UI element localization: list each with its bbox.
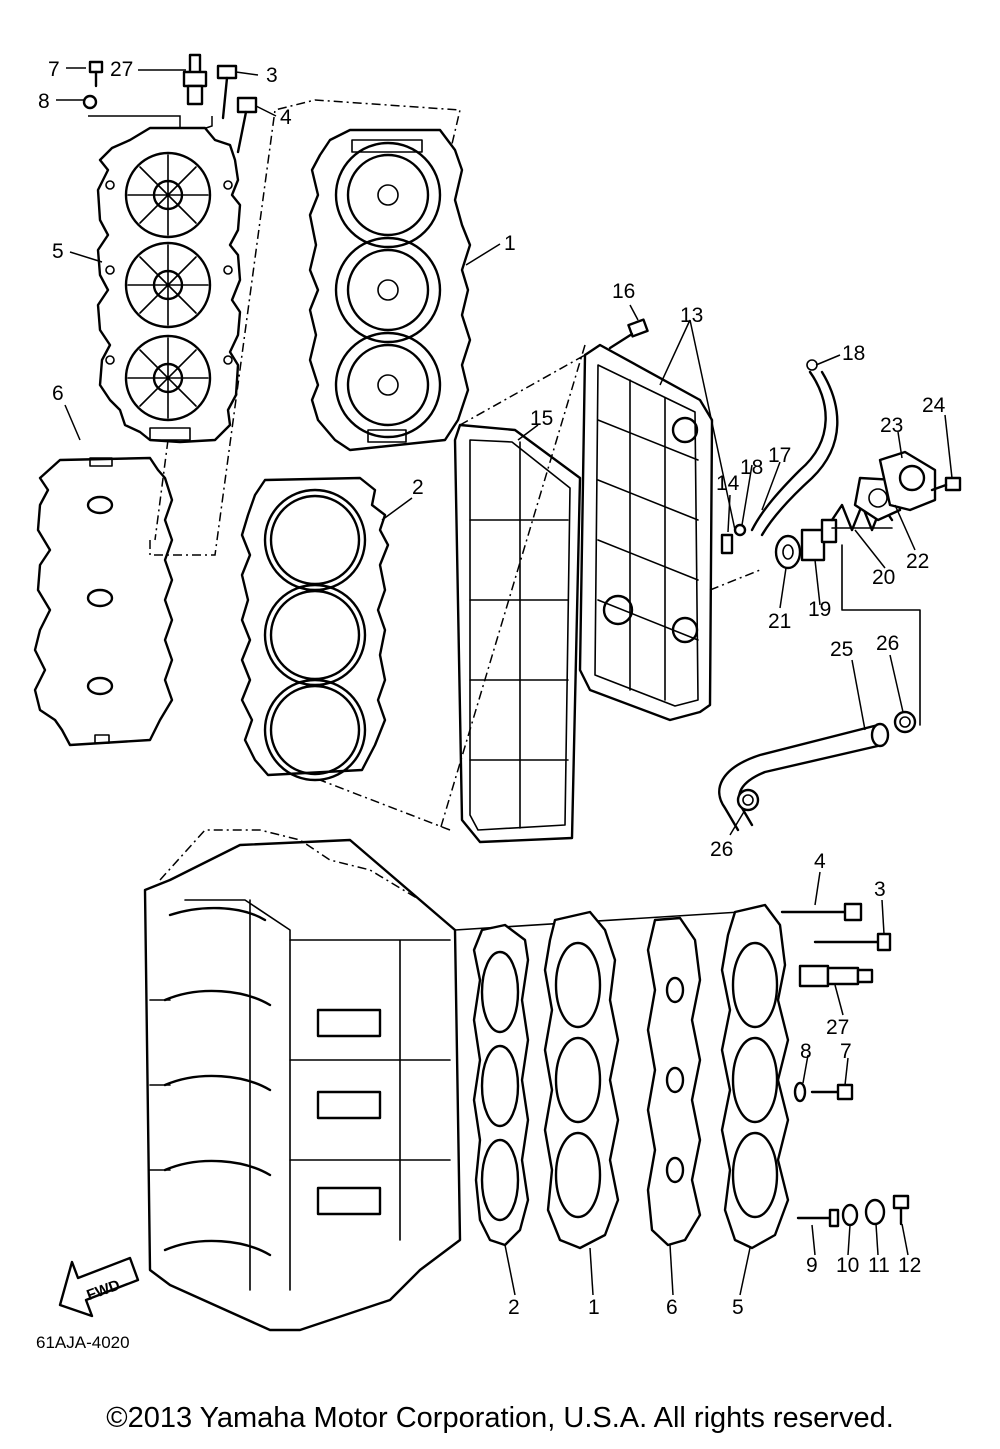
callout-labels: 7 27 3 8 4 5 1 6 2 16 13 18 15 24 23 14 … (38, 58, 946, 1319)
bolt-3-top (216, 64, 238, 120)
callout-2-bottom: 2 (508, 1296, 520, 1319)
callout-8-top: 8 (38, 90, 50, 113)
leader-lines (56, 67, 953, 1296)
clip-18 (733, 523, 747, 537)
callout-14: 14 (716, 472, 740, 495)
clamp-26-bottom (736, 788, 760, 812)
callout-19: 19 (808, 598, 831, 621)
callout-2-top: 2 (412, 476, 424, 499)
hose-17 (750, 359, 839, 537)
pin-14 (720, 533, 734, 555)
callout-17: 17 (768, 444, 791, 467)
head-cover-gasket-bottom (646, 916, 702, 1247)
callout-9: 9 (806, 1254, 818, 1277)
callout-26-right: 26 (876, 632, 899, 655)
callout-25: 25 (830, 638, 853, 661)
cap-11 (864, 1198, 886, 1226)
exhaust-cover-gasket (453, 423, 582, 844)
cap-10 (841, 1203, 859, 1227)
head-cover-gasket-top (33, 456, 174, 747)
callout-23: 23 (880, 414, 903, 437)
head-cover-top (96, 126, 242, 444)
callout-5-top: 5 (52, 240, 64, 263)
callout-1-bottom: 1 (588, 1296, 600, 1319)
clamp-26-right (893, 710, 917, 734)
bolt-12 (892, 1194, 910, 1226)
callout-15: 15 (530, 407, 553, 430)
cylinder-head-bottom (543, 910, 620, 1250)
callout-11: 11 (868, 1254, 890, 1277)
bolt-7-top (82, 60, 104, 110)
callout-1-top: 1 (504, 232, 516, 255)
bolt-16 (608, 318, 649, 350)
bolt-4-bottom (780, 902, 863, 922)
callout-6-bottom: 6 (666, 1296, 678, 1319)
callout-10: 10 (836, 1254, 859, 1277)
callout-26-bottom: 26 (710, 838, 733, 861)
callout-18-top: 18 (842, 342, 865, 365)
callout-8-bottom: 8 (800, 1040, 812, 1063)
hose-25 (718, 722, 890, 832)
head-cover-bottom (720, 903, 790, 1250)
washer-8-bottom (793, 1081, 807, 1103)
callout-3-top: 3 (266, 64, 278, 87)
callout-12: 12 (898, 1254, 921, 1277)
head-gasket-bottom (472, 923, 530, 1247)
bolt-7-bottom (810, 1083, 854, 1101)
spark-plug-27-top (182, 53, 208, 106)
callout-27-bottom: 27 (826, 1016, 849, 1039)
callout-7-top: 7 (48, 58, 60, 81)
callout-13: 13 (680, 304, 703, 327)
callout-21: 21 (768, 610, 791, 633)
valve-19 (800, 518, 838, 562)
callout-4-bottom: 4 (814, 850, 826, 873)
callout-27-top: 27 (110, 58, 133, 81)
cylinder-block (143, 829, 462, 1332)
copyright-notice: ©2013 Yamaha Motor Corporation, U.S.A. A… (106, 1402, 894, 1434)
bolt-3-bottom (813, 932, 892, 952)
callout-6-top: 6 (52, 382, 64, 405)
spark-plug-27-bottom (798, 964, 874, 988)
thermostat-cover-23 (878, 450, 937, 512)
grommet-21 (774, 534, 802, 570)
callout-4-top: 4 (280, 106, 292, 129)
callout-24: 24 (922, 394, 946, 417)
callout-3-bottom: 3 (874, 878, 886, 901)
callout-18-mid: 18 (740, 456, 763, 479)
cylinder-head-top (308, 128, 472, 452)
callout-16: 16 (612, 280, 635, 303)
callout-7-bottom: 7 (840, 1040, 852, 1063)
exhaust-outer-cover (578, 343, 714, 722)
bolt-24 (930, 476, 962, 492)
callout-22: 22 (906, 550, 929, 573)
bolt-4-top (236, 96, 258, 154)
callout-20: 20 (872, 566, 895, 589)
callout-5-bottom: 5 (732, 1296, 744, 1319)
head-gasket-top (240, 476, 390, 782)
bolt-9 (796, 1208, 840, 1228)
fwd-arrow: FWD (58, 1256, 140, 1318)
diagram-code: 61AJA-4020 (36, 1333, 130, 1352)
